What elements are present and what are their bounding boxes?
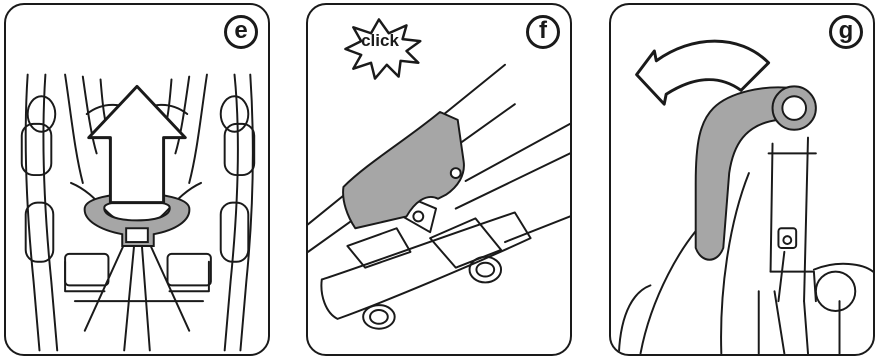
stroller-rear-illustration bbox=[6, 5, 268, 354]
pivot-knob bbox=[773, 86, 816, 129]
panel-e: e bbox=[4, 3, 270, 356]
panel-g: g bbox=[609, 3, 875, 356]
step-badge-g: g bbox=[829, 15, 863, 49]
step-badge-f: f bbox=[526, 15, 560, 49]
step-badge-e: e bbox=[224, 15, 258, 49]
click-sound-label: click bbox=[352, 31, 408, 51]
lock-cover bbox=[343, 112, 464, 228]
latch-closeup-illustration bbox=[308, 5, 570, 354]
panel-f: click f bbox=[306, 3, 572, 356]
handle-rotation-illustration bbox=[611, 5, 873, 354]
